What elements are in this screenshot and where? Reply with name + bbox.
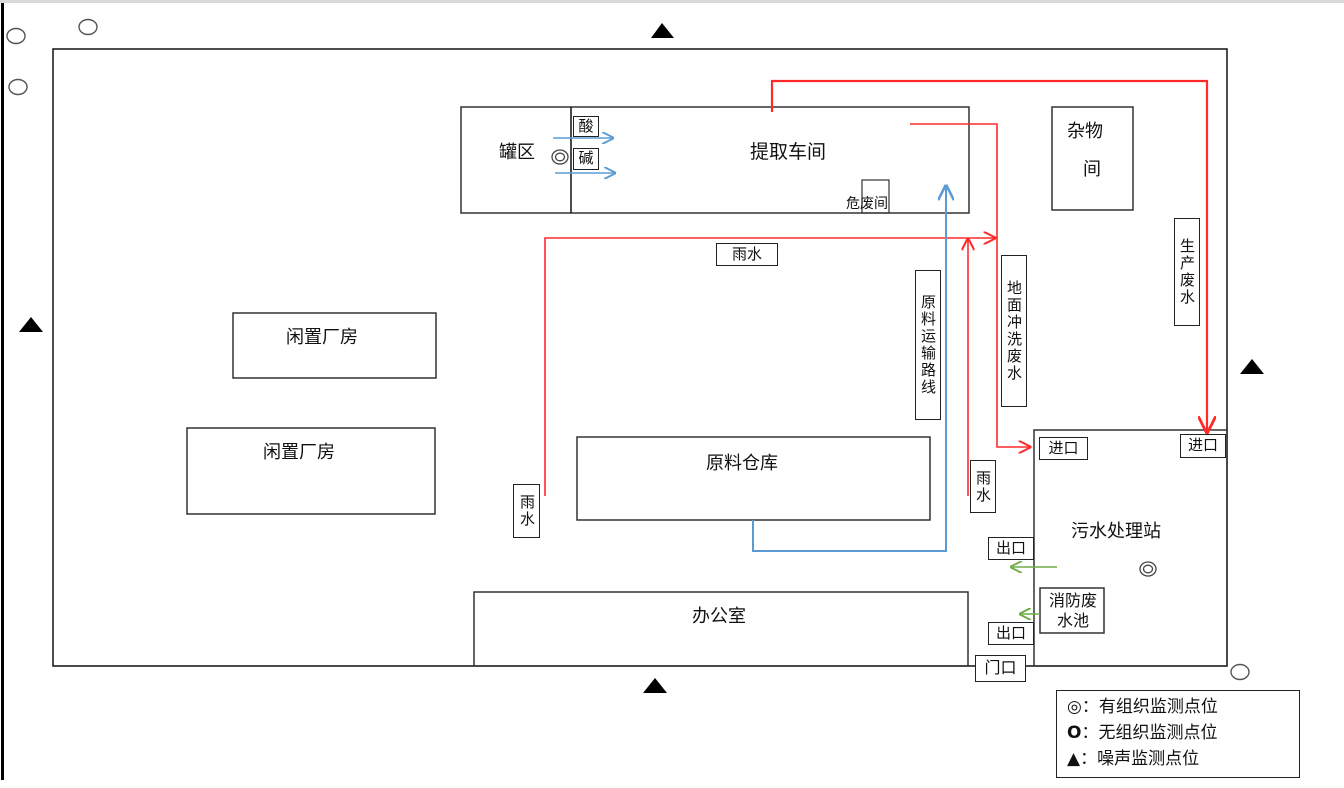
storage-room-label-2: 间 xyxy=(1083,159,1101,180)
acid-tag: 酸 xyxy=(573,116,599,137)
noise-point-west xyxy=(19,317,43,332)
unorganized-point-2 xyxy=(78,18,98,36)
top-border xyxy=(0,0,1344,3)
hazardous-waste-room-label: 危废间 xyxy=(846,196,888,212)
outlet-2-tag: 出口 xyxy=(988,622,1034,645)
rainwater-main-line xyxy=(544,238,995,496)
fire-water-pool-outline xyxy=(1039,587,1105,634)
noise-point-north xyxy=(651,23,674,38)
inlet-2-tag: 进口 xyxy=(1180,434,1226,458)
floor-wash-water-tag: 地面冲洗废水 xyxy=(1001,255,1027,407)
double-circle-icon: ◎ xyxy=(1067,697,1082,717)
sewage-station-outline xyxy=(1033,429,1228,667)
warehouse-label: 原料仓库 xyxy=(706,453,778,474)
office-label: 办公室 xyxy=(692,606,746,627)
material-route-tag: 原料运输路线 xyxy=(915,270,941,420)
circle-icon: O xyxy=(1067,723,1082,743)
site-boundary xyxy=(52,48,1228,667)
storage-room-label-1: 杂物 xyxy=(1067,121,1103,142)
organized-point-tank xyxy=(551,149,569,165)
idle-plant-1-label: 闲置厂房 xyxy=(286,327,358,348)
legend: ◎：有组织监测点位 O：无组织监测点位 ▲：噪声监测点位 xyxy=(1056,690,1300,778)
outlet-1-tag: 出口 xyxy=(988,537,1034,560)
alkali-tag: 碱 xyxy=(573,148,599,170)
rainwater-left-tag: 雨水 xyxy=(513,484,540,538)
legend-item-noise: ▲：噪声监测点位 xyxy=(1067,749,1200,769)
idle-plant-2-label: 闲置厂房 xyxy=(263,442,335,463)
unorganized-point-4 xyxy=(1230,663,1250,681)
hazardous-waste-room-outline xyxy=(861,179,890,214)
legend-item-unorganized: O：无组织监测点位 xyxy=(1067,723,1218,743)
extraction-workshop-label: 提取车间 xyxy=(750,141,827,163)
extraction-workshop-outline xyxy=(460,106,970,214)
idle-plant-1-outline xyxy=(232,312,437,379)
organized-point-sewage xyxy=(1139,561,1157,577)
production-wastewater-line xyxy=(770,79,1207,432)
office-outline xyxy=(473,591,969,667)
production-wastewater-tag: 生产废水 xyxy=(1174,218,1200,326)
warehouse-outline xyxy=(576,436,931,521)
triangle-icon: ▲ xyxy=(1067,749,1081,769)
fire-water-pool-label: 消防废水池 xyxy=(1048,591,1097,630)
storage-room-outline xyxy=(1051,106,1134,211)
gate-tag: 门口 xyxy=(975,655,1026,682)
noise-point-east xyxy=(1240,359,1264,374)
noise-point-south xyxy=(643,678,667,693)
tank-area-label: 罐区 xyxy=(499,142,535,163)
rainwater-top-tag: 雨水 xyxy=(716,243,778,266)
left-border xyxy=(1,3,4,780)
inlet-1-tag: 进口 xyxy=(1039,437,1088,460)
floor-wash-line xyxy=(910,123,1030,447)
unorganized-point-1 xyxy=(6,27,26,45)
rainwater-right-tag: 雨水 xyxy=(970,460,996,513)
unorganized-point-3 xyxy=(8,78,28,96)
material-route-line xyxy=(752,186,946,552)
idle-plant-2-outline xyxy=(186,427,436,515)
sewage-station-label: 污水处理站 xyxy=(1071,521,1161,542)
legend-item-organized: ◎：有组织监测点位 xyxy=(1067,697,1218,717)
